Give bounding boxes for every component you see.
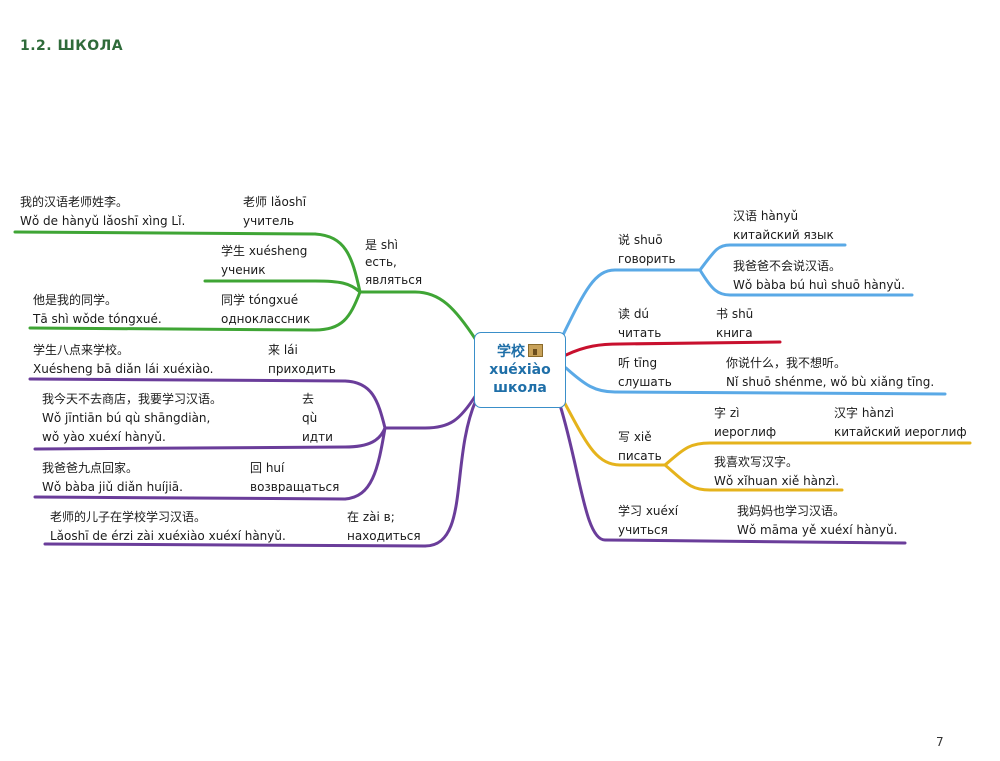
purple-left-trunk bbox=[383, 393, 478, 430]
purple-lai-link bbox=[343, 379, 387, 430]
purple-hui-underline bbox=[33, 495, 347, 501]
center-pinyin: xuéxiào bbox=[489, 362, 551, 378]
laoshi-example-pinyin: Wǒ de hànyǔ lǎoshī xìng Lǐ. bbox=[20, 214, 186, 228]
zi-russian: иероглиф bbox=[714, 425, 777, 439]
hanzi-word: 汉字 hànzì bbox=[834, 406, 895, 420]
purple-zai-underline bbox=[43, 542, 427, 548]
qu-russian: идти bbox=[302, 430, 333, 444]
zai-russian: находиться bbox=[347, 529, 421, 543]
qu-example-cn: 我今天不去商店，我要学习汉语。 bbox=[42, 392, 223, 406]
shu-russian: книга bbox=[716, 326, 753, 340]
shu-word: 书 shū bbox=[716, 307, 754, 321]
xuexi-example-cn: 我妈妈也学习汉语。 bbox=[737, 504, 846, 518]
yellow-ex-link bbox=[663, 463, 844, 492]
yellow-zi-link bbox=[663, 441, 972, 467]
blue-shuo-trunk bbox=[561, 268, 702, 337]
laoshi-russian: учитель bbox=[243, 214, 295, 228]
ting-word: 听 tīng bbox=[618, 356, 658, 370]
green-laoshi-underline bbox=[13, 230, 317, 236]
green-trunk bbox=[358, 290, 478, 342]
green-xuesheng-link bbox=[203, 279, 362, 294]
purple-right-branch-lines bbox=[558, 403, 907, 545]
purple-left-branch-lines bbox=[28, 377, 478, 548]
center-hanzi-row: 学校 bbox=[475, 343, 565, 361]
qu-word: 去 bbox=[302, 392, 315, 406]
hui-word: 回 huí bbox=[250, 461, 285, 475]
tongxue-example-cn: 他是我的同学。 bbox=[33, 293, 118, 307]
xuexi-russian: учиться bbox=[618, 523, 668, 537]
blue-ting-branch-lines bbox=[564, 366, 947, 396]
laoshi-word: 老师 lǎoshī bbox=[243, 195, 307, 209]
hanzi-russian: китайский иероглиф bbox=[834, 425, 967, 439]
qu-example-pinyin-2: wǒ yào xuéxí hànyǔ. bbox=[42, 430, 166, 444]
lai-word: 来 lái bbox=[268, 343, 298, 357]
shuo-example-pinyin: Wǒ bàba bú huì shuō hànyǔ. bbox=[733, 278, 905, 292]
red-du-line bbox=[564, 340, 782, 357]
yellow-xie-trunk bbox=[561, 398, 667, 467]
ting-russian: слушать bbox=[618, 375, 672, 389]
tongxue-example-pinyin: Tā shì wǒde tóngxué. bbox=[33, 312, 162, 326]
green-tongxue-underline bbox=[28, 326, 317, 332]
xie-example-cn: 我喜欢写汉字。 bbox=[714, 455, 799, 469]
tongxue-word: 同学 tóngxué bbox=[221, 293, 299, 307]
shi-word: 是 shì bbox=[365, 238, 399, 252]
qu-example-pinyin: Wǒ jīntiān bú qù shāngdiàn, bbox=[42, 411, 211, 425]
laoshi-example-cn: 我的汉语老师姓李。 bbox=[20, 195, 129, 209]
blue-shuo-branch-lines bbox=[561, 243, 914, 337]
green-branch-lines bbox=[13, 230, 478, 342]
shi-russian: есть, bbox=[365, 255, 397, 269]
zai-example-cn: 老师的儿子在学校学习汉语。 bbox=[50, 510, 207, 524]
center-russian: школа bbox=[493, 380, 547, 396]
center-hanzi: 学校 bbox=[497, 344, 525, 360]
ting-example-pinyin: Nǐ shuō shénme, wǒ bù xiǎng tīng. bbox=[726, 375, 935, 389]
center-node: 学校 xuéxiào школа bbox=[474, 332, 566, 408]
du-russian: читать bbox=[618, 326, 662, 340]
shuo-example-cn: 我爸爸不会说汉语。 bbox=[733, 259, 842, 273]
xie-example-pinyin: Wǒ xǐhuan xiě hànzì. bbox=[714, 474, 840, 488]
zai-word: 在 zài в; bbox=[347, 510, 395, 524]
purple-lai-underline bbox=[28, 377, 347, 383]
green-tongxue-link bbox=[313, 290, 362, 332]
zai-example-pinyin: Lǎoshī de érzi zài xuéxiào xuéxí hànyǔ. bbox=[50, 529, 286, 543]
shuo-russian: говорить bbox=[618, 252, 676, 266]
xie-word: 写 xiě bbox=[618, 430, 652, 444]
green-laoshi-link bbox=[313, 232, 362, 294]
shuo-word: 说 shuō bbox=[618, 233, 663, 247]
lai-example-cn: 学生八点来学校。 bbox=[33, 343, 130, 357]
shi-russian-2: являться bbox=[365, 273, 423, 287]
qu-pinyin: qù bbox=[302, 411, 318, 425]
purple-hui-link bbox=[343, 426, 387, 501]
purple-zai-link bbox=[423, 398, 478, 548]
school-building-icon bbox=[528, 344, 543, 357]
xie-russian: писать bbox=[618, 449, 662, 463]
blue-hanyu-link bbox=[698, 243, 847, 272]
du-word: 读 dú bbox=[618, 307, 650, 321]
blue-ting-line bbox=[564, 366, 947, 396]
section-title: 1.2. ШКОЛА bbox=[20, 38, 124, 54]
red-du-branch-lines bbox=[564, 340, 782, 357]
yellow-xie-branch-lines bbox=[561, 398, 972, 492]
hui-example-pinyin: Wǒ bàba jiǔ diǎn huíjiā. bbox=[42, 480, 183, 494]
lai-russian: приходить bbox=[268, 362, 336, 376]
tongxue-russian: одноклассник bbox=[221, 312, 311, 326]
page-number: 7 bbox=[936, 735, 944, 749]
lai-example-pinyin: Xuésheng bā diǎn lái xuéxiào. bbox=[33, 362, 214, 376]
xuesheng-russian: ученик bbox=[221, 263, 266, 277]
xuexi-word: 学习 xuéxí bbox=[618, 504, 679, 518]
hanyu-word: 汉语 hànyǔ bbox=[733, 209, 799, 223]
ting-example-cn: 你说什么，我不想听。 bbox=[726, 356, 847, 370]
blue-ex-link bbox=[698, 268, 914, 297]
xuesheng-word: 学生 xuésheng bbox=[221, 244, 308, 258]
zi-word: 字 zì bbox=[714, 406, 740, 420]
hui-russian: возвращаться bbox=[250, 480, 340, 494]
xuexi-example-pinyin: Wǒ māma yě xuéxí hànyǔ. bbox=[737, 523, 898, 537]
hui-example-cn: 我爸爸九点回家。 bbox=[42, 461, 139, 475]
purple-xuexi-line bbox=[558, 403, 907, 545]
hanyu-russian: китайский язык bbox=[733, 228, 834, 242]
